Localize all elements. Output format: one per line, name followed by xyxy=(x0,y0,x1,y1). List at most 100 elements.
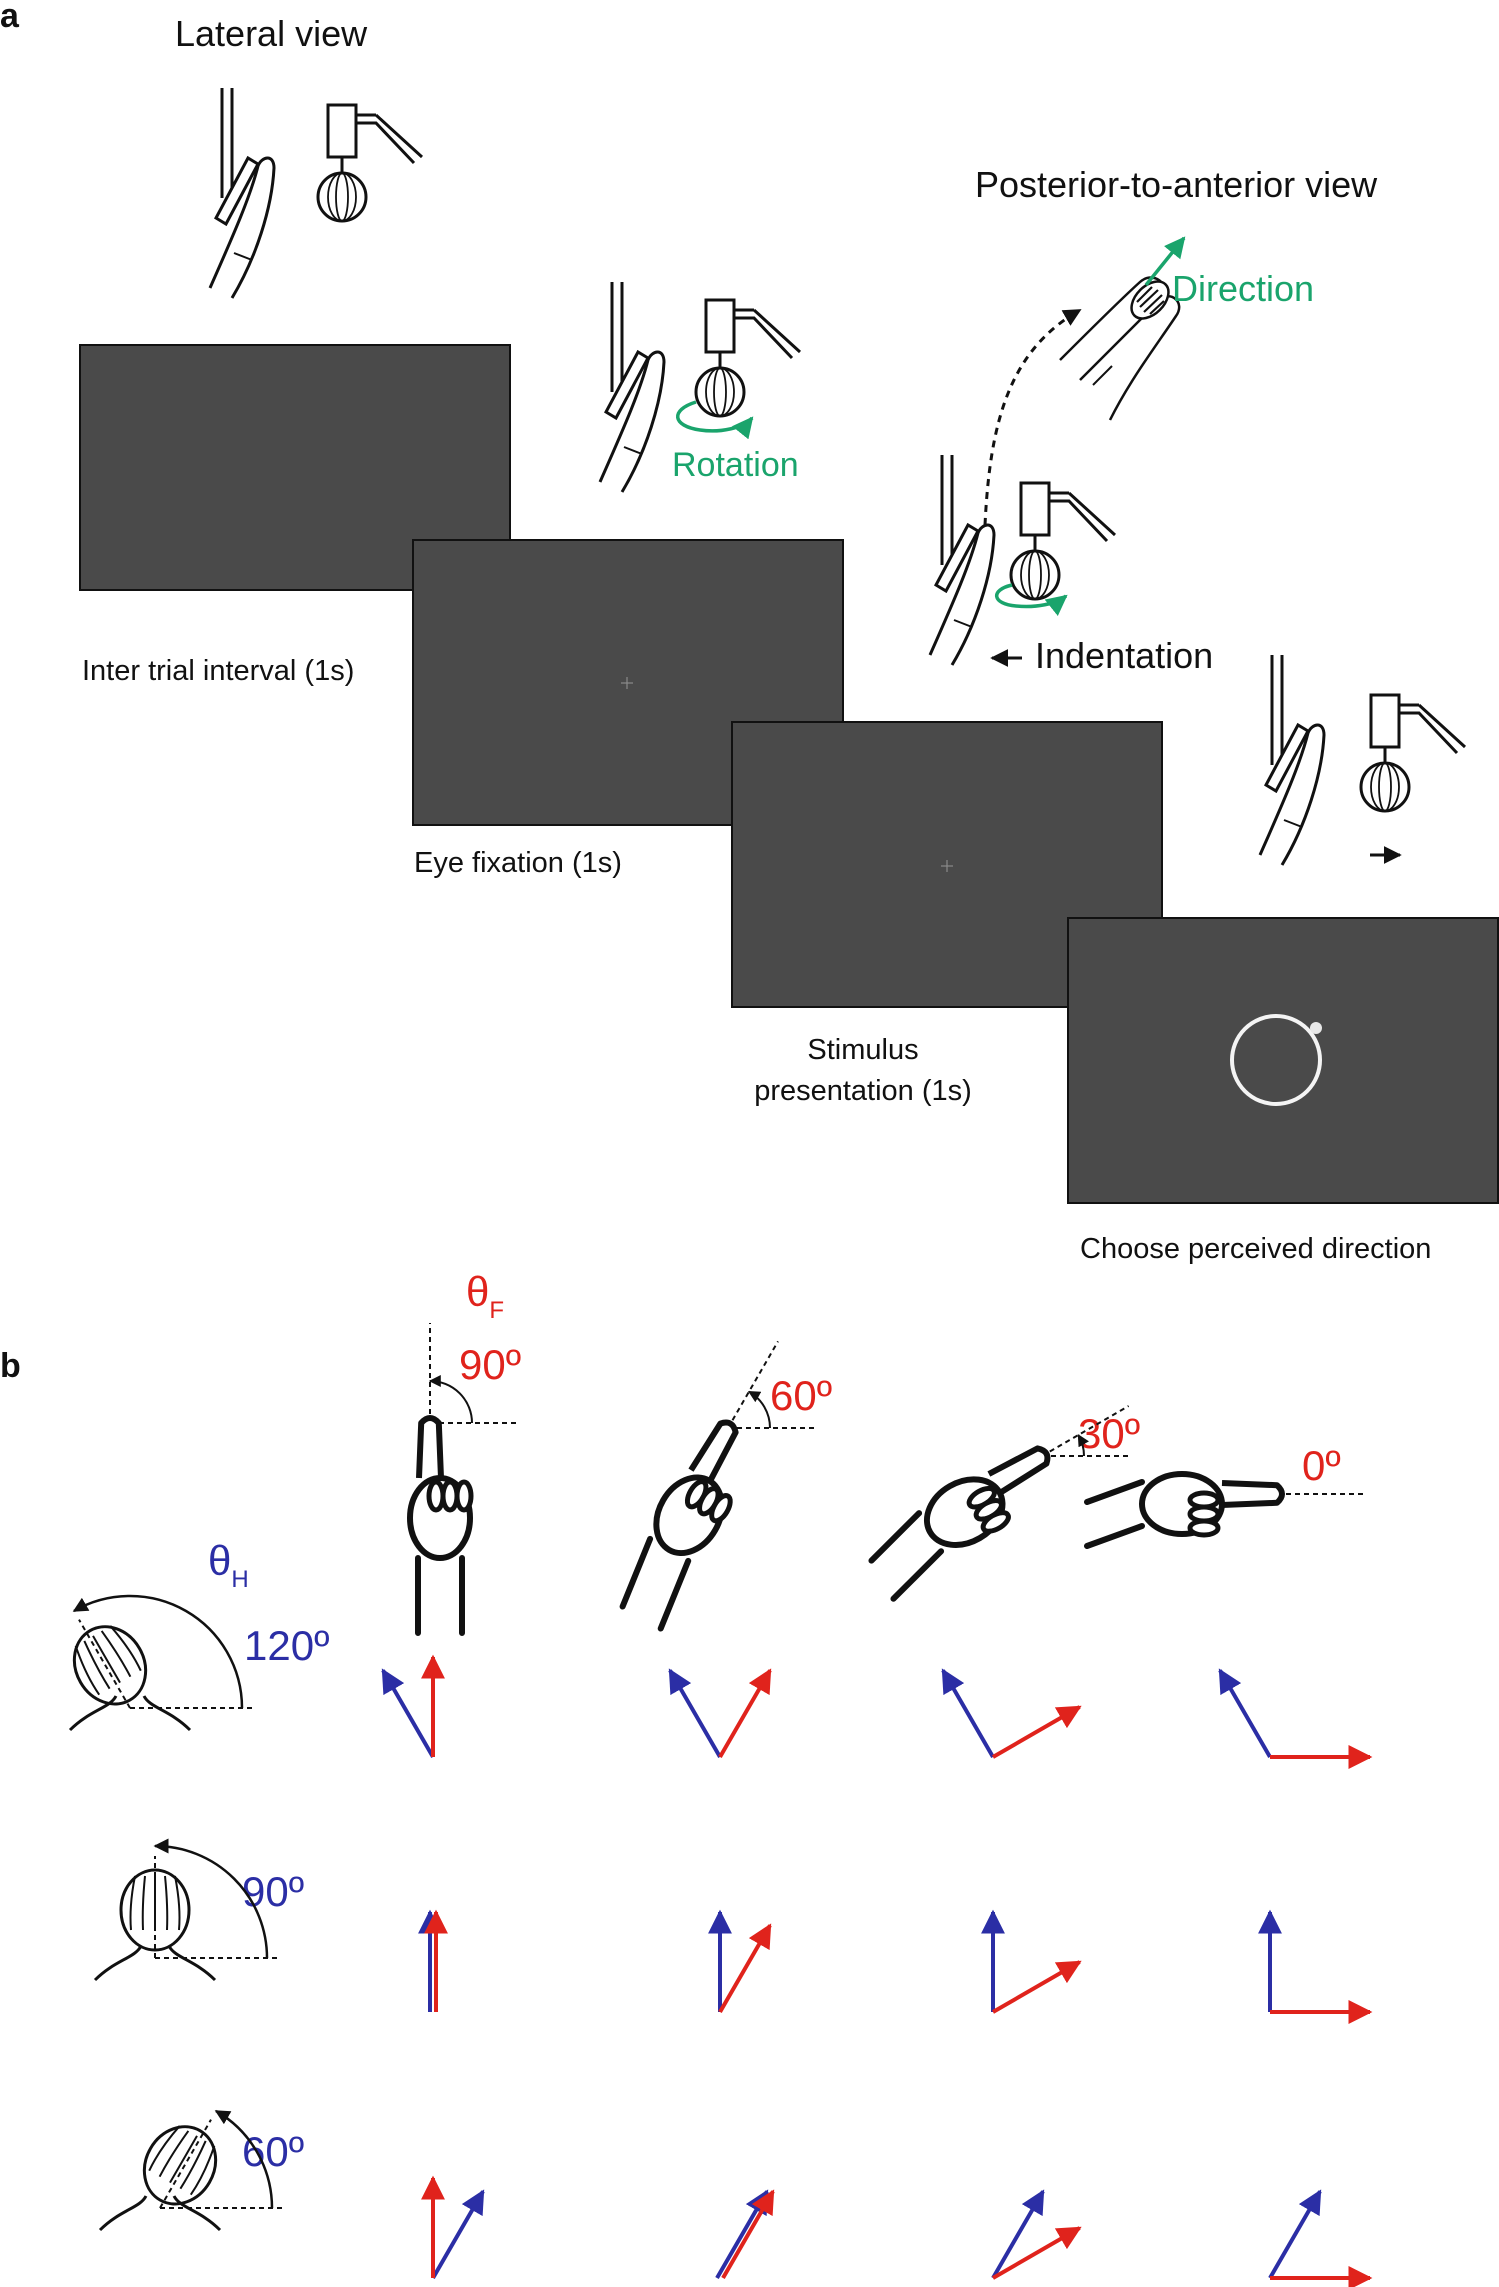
indentation-probe-illustration xyxy=(928,453,1117,667)
head-vector xyxy=(668,1668,722,1759)
finger-vector xyxy=(721,2189,775,2280)
angle-arc xyxy=(72,1594,244,1709)
hair-strand xyxy=(174,1875,181,1931)
head-vector xyxy=(715,2189,769,2280)
panel-b-label: b xyxy=(0,1347,21,1385)
theta-h-letter: θ xyxy=(208,1537,231,1584)
finger-angle-label-60: 60º xyxy=(770,1372,832,1419)
theta-f-symbol: θF xyxy=(466,1268,504,1324)
shoulders xyxy=(93,1945,217,1982)
finger-angle-label-30: 30º xyxy=(1078,1410,1140,1457)
vector-pair-head-90-finger-60 xyxy=(708,1909,772,2014)
hair-strand xyxy=(74,1645,101,1696)
hair-strand xyxy=(164,1875,169,1931)
theta-f-letter: θ xyxy=(466,1268,489,1315)
index-finger xyxy=(688,1419,739,1483)
head-vector xyxy=(1268,2189,1322,2280)
head-vector xyxy=(1218,1668,1272,1759)
head-orientation-illustrations xyxy=(68,1594,282,2232)
vector-pair-head-120-finger-30 xyxy=(941,1668,1082,1759)
vector-pair-head-60-finger-90 xyxy=(421,2175,485,2280)
angle-arc xyxy=(1077,1433,1089,1457)
response-ring xyxy=(1230,1014,1322,1106)
curled-finger xyxy=(709,1493,733,1524)
pa-view-label: Posterior-to-anterior view xyxy=(975,164,1378,205)
hand-orientation-illustrations xyxy=(407,1323,1367,1636)
finger-vector xyxy=(718,1923,772,2014)
fingertip-pa-illustration xyxy=(1059,276,1181,421)
caption-stimulus-line2: presentation (1s) xyxy=(754,1075,972,1107)
finger-vector xyxy=(991,2226,1082,2280)
vector-pair-head-90-finger-0 xyxy=(1258,1909,1373,2024)
theta-h-symbol: θH xyxy=(208,1537,249,1593)
direction-label: Direction xyxy=(1172,268,1314,309)
indentation-label: Indentation xyxy=(1035,635,1213,676)
hair-strand xyxy=(109,1625,142,1672)
pointing-hand-60 xyxy=(619,1340,818,1632)
direction-arrow xyxy=(1144,236,1186,287)
hair-strand xyxy=(158,2130,190,2178)
wrist xyxy=(415,1555,465,1636)
release-probe-illustration xyxy=(1258,653,1467,867)
panel-a-label: a xyxy=(0,0,20,35)
index-finger xyxy=(416,1415,444,1479)
angle-arc xyxy=(428,1375,473,1424)
angle-arc xyxy=(747,1390,771,1429)
vector-grid xyxy=(381,1654,1373,2287)
shoulders xyxy=(68,1695,192,1732)
wrist xyxy=(619,1535,692,1632)
head-axis-line xyxy=(159,2119,212,2209)
vector-pair-head-120-finger-90 xyxy=(381,1654,445,1759)
vector-pair-head-60-finger-0 xyxy=(1268,2189,1373,2287)
finger-vector xyxy=(991,1705,1082,1759)
wrist xyxy=(1084,1479,1145,1549)
theta-f-subscript: F xyxy=(489,1297,504,1324)
rotation-label: Rotation xyxy=(672,446,799,484)
vector-pair-head-120-finger-60 xyxy=(668,1668,772,1759)
hair-strand xyxy=(141,1875,146,1931)
index-finger xyxy=(987,1445,1051,1496)
head-angle-label-120: 120º xyxy=(244,1622,329,1669)
head-vector xyxy=(941,1668,995,1759)
curled-finger xyxy=(454,1479,474,1513)
hair-strand xyxy=(83,1640,111,1690)
head-back-view-120 xyxy=(68,1594,252,1732)
vector-pair-head-90-finger-30 xyxy=(981,1909,1082,2014)
screen-response xyxy=(1067,917,1499,1204)
theta-h-subscript: H xyxy=(231,1566,248,1593)
head-axis-line xyxy=(78,1619,131,1709)
response-cursor-dot xyxy=(1310,1022,1322,1034)
head-vector xyxy=(991,2189,1045,2280)
wrist xyxy=(868,1510,945,1602)
lateral-view-label: Lateral view xyxy=(175,13,368,54)
finger-axis-line xyxy=(1041,1405,1130,1457)
vector-pair-head-60-finger-60 xyxy=(715,2189,775,2280)
hair-strand xyxy=(179,2140,207,2190)
head-vector xyxy=(381,1668,435,1759)
caption-stimulus-line1: Stimulus xyxy=(807,1034,918,1066)
angle-arc xyxy=(214,2109,274,2209)
hair-strand xyxy=(100,1630,132,1678)
fixation-cross xyxy=(941,860,953,872)
finger-angle-label-90: 90º xyxy=(459,1341,521,1388)
head-angle-label-60: 60º xyxy=(242,2128,304,2175)
vector-pair-head-120-finger-0 xyxy=(1218,1668,1373,1769)
finger-axis-line xyxy=(727,1340,779,1429)
finger-vector xyxy=(718,1668,772,1759)
caption-inter-trial: Inter trial interval (1s) xyxy=(82,655,354,687)
finger-vector xyxy=(991,1960,1082,2014)
curled-finger xyxy=(980,1510,1011,1534)
vector-pair-head-60-finger-30 xyxy=(991,2189,1082,2280)
hair-strand xyxy=(129,1875,136,1931)
curled-finger xyxy=(1187,1518,1221,1538)
head-vector xyxy=(431,2189,485,2280)
vector-pair-head-90-finger-90 xyxy=(418,1909,448,2012)
head-angle-label-90: 90º xyxy=(242,1868,304,1915)
hair-strand xyxy=(189,2145,216,2196)
hair-strand xyxy=(92,1635,121,1684)
view-transition-arrow xyxy=(983,308,1082,526)
angle-arc xyxy=(153,1838,269,1959)
head-back-view-90 xyxy=(93,1838,277,1982)
caption-eye-fixation: Eye fixation (1s) xyxy=(414,847,622,879)
